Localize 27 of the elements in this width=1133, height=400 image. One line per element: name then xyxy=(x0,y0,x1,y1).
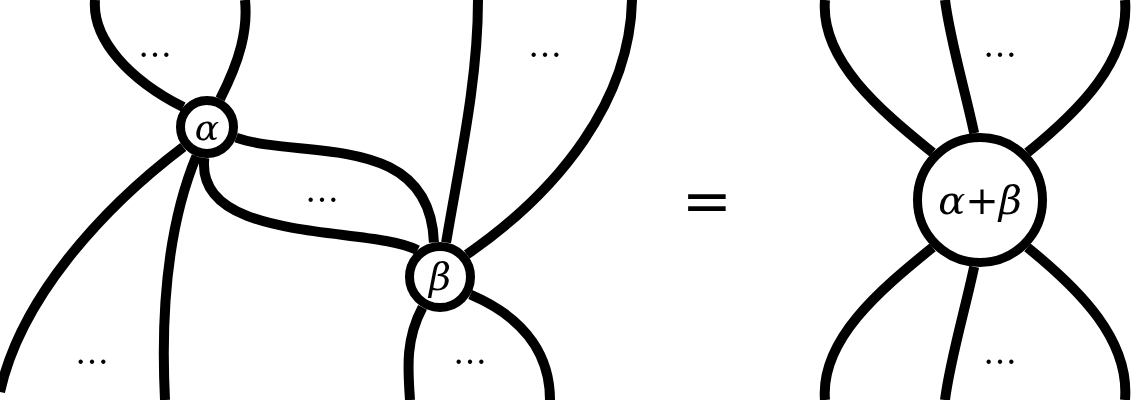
wire xyxy=(820,0,936,157)
spider-node: α xyxy=(176,96,238,158)
ellipsis: … xyxy=(528,28,562,62)
wire xyxy=(463,0,637,259)
ellipsis: … xyxy=(983,28,1017,62)
ellipsis: … xyxy=(75,335,109,369)
wire xyxy=(820,243,936,400)
wire xyxy=(234,132,439,244)
wire xyxy=(90,0,186,112)
wire xyxy=(0,143,187,394)
wire xyxy=(1024,243,1131,400)
wire xyxy=(468,289,555,400)
ellipsis: … xyxy=(983,335,1017,369)
spider-node: α+β xyxy=(913,133,1047,267)
wire xyxy=(1024,0,1131,157)
wire xyxy=(403,305,427,400)
ellipsis: … xyxy=(305,173,339,207)
wire xyxy=(199,157,420,255)
wire xyxy=(940,265,980,400)
ellipsis: … xyxy=(453,335,487,369)
wire xyxy=(158,154,202,400)
wire xyxy=(215,0,251,102)
ellipsis: … xyxy=(138,28,172,62)
equals-sign: = xyxy=(681,170,733,230)
wire xyxy=(940,0,980,135)
spider-node: β xyxy=(405,242,475,312)
wire xyxy=(441,0,483,244)
